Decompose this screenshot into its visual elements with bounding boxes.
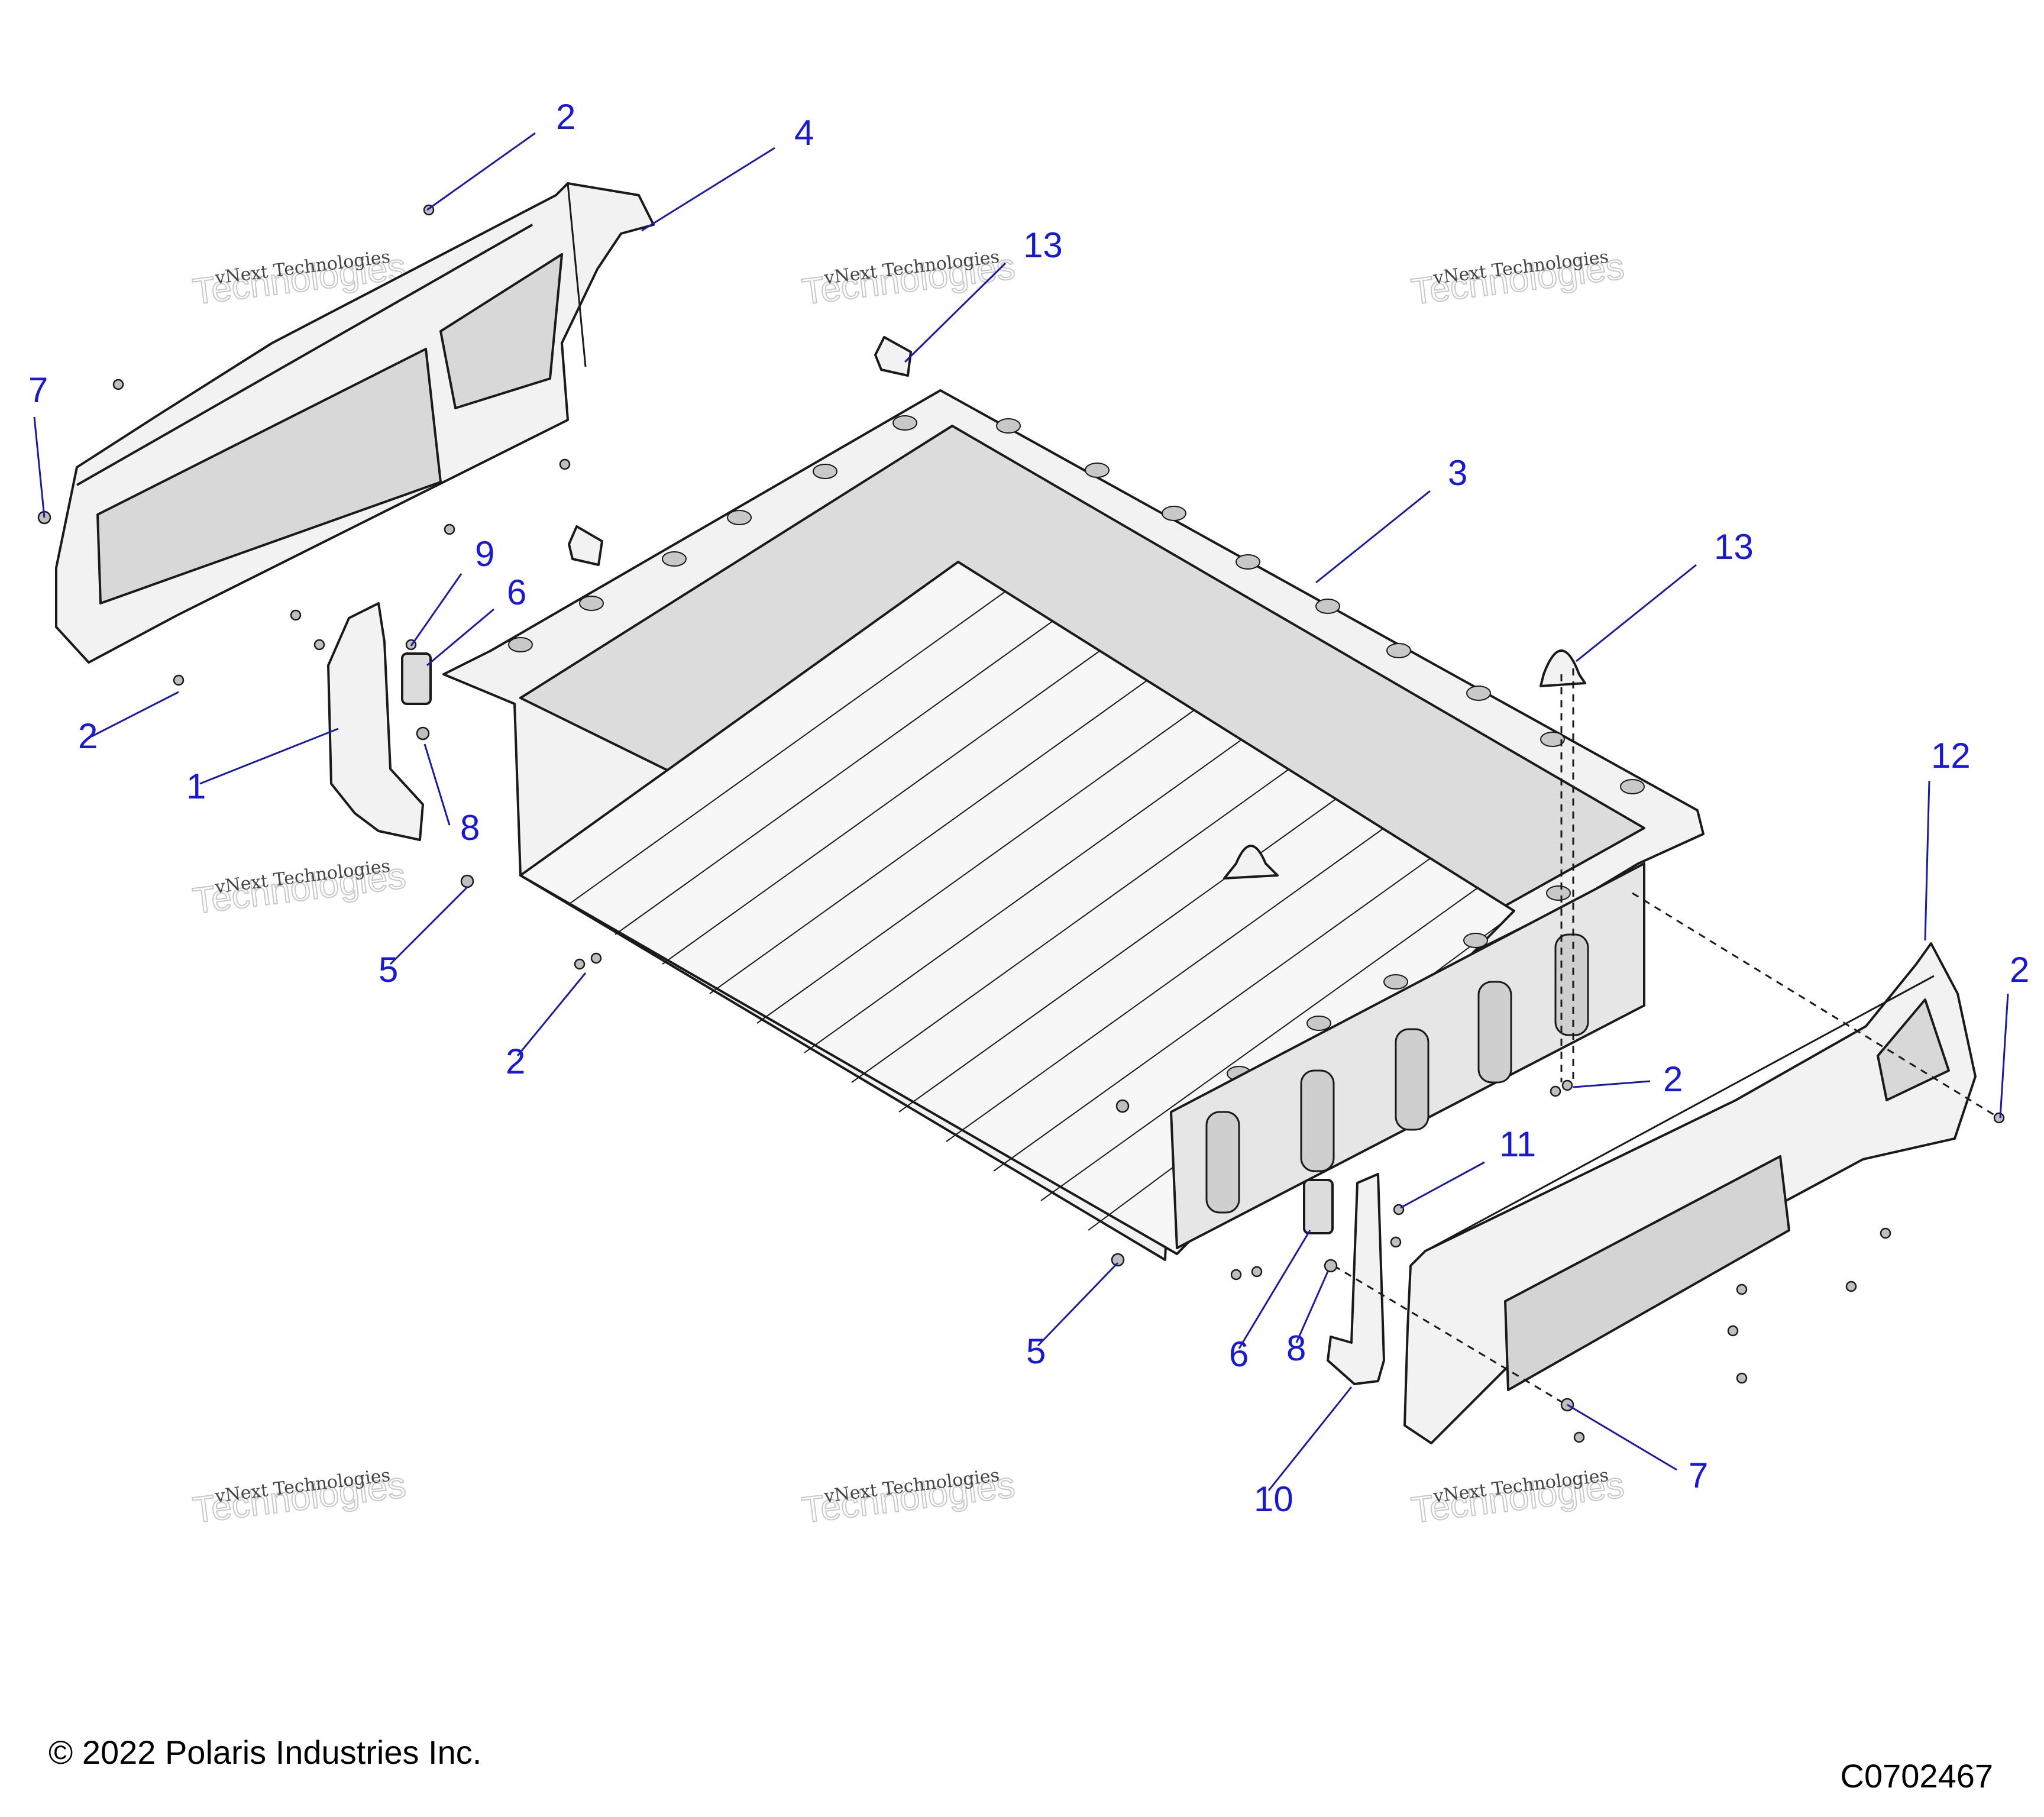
leader-line [1567,1404,1677,1471]
tailgate-part-12 [1403,942,1977,1444]
callout-c-5-left: 5 [379,886,468,990]
leader-line [410,573,463,646]
callout-c-13-right: 13 [1576,527,1754,662]
callout-c-12: 12 [1924,736,1971,941]
callout-c-2-lowright: 2 [1573,1059,1683,1099]
callout-number: 6 [507,573,526,612]
callout-number: 2 [2010,950,2029,990]
right-bracket-part-10 [1327,1173,1385,1385]
leader-line [199,728,339,785]
leader-line [641,147,775,232]
leader-line [1238,1230,1311,1349]
callout-number: 5 [1026,1331,1046,1371]
callout-c-13-top: 13 [904,225,1063,363]
callout-number: 2 [1663,1059,1683,1099]
callout-c-9: 9 [410,534,494,646]
callout-c-6-top: 6 [426,573,526,667]
callout-c-2-top: 2 [426,97,575,211]
callout-c-8-left: 8 [423,743,480,848]
cargo-box-part-3 [442,389,1705,1261]
callout-number: 6 [1229,1334,1249,1374]
watermark: Technologies vNext Technologies [190,1464,409,1532]
fasteners [37,204,2005,1443]
callout-number: 10 [1254,1479,1293,1519]
leader-line [389,886,468,965]
leader-line [426,608,494,667]
callout-c-2-left: 2 [78,691,179,756]
leader-line [904,262,1007,363]
callout-number: 3 [1448,453,1467,493]
leader-line [1400,1161,1485,1209]
leader-line [1315,490,1431,584]
callout-number: 13 [1714,527,1754,567]
leader-line [1573,1080,1651,1088]
callout-c-2-right: 2 [1999,950,2029,1118]
left-bracket-part-1 [327,602,424,841]
callout-c-7-right: 7 [1567,1404,1708,1495]
parts [37,182,2005,1444]
assembly-lines [1333,668,2000,1403]
callout-number: 12 [1931,736,1971,775]
callout-number: 1 [186,767,206,806]
leader-line [1037,1262,1119,1347]
callout-c-6-bottom: 6 [1229,1230,1311,1374]
tie-down-anchor-part-13-mid [568,525,603,566]
callout-number: 7 [28,370,48,410]
watermark: Technologies vNext Technologies [799,1464,1018,1532]
watermark: Technologies vNext Technologies [1408,245,1627,313]
callout-c-2-mid: 2 [506,972,587,1081]
tie-down-anchor-part-13-top [874,336,912,377]
tie-down-anchor-part-13-right [1540,649,1586,687]
floor-ribs [567,591,1503,1231]
leader-line [516,972,587,1056]
watermark: Technologies vNext Technologies [799,245,1018,313]
callout-number: 2 [506,1042,525,1081]
callout-number: 8 [460,808,480,848]
callout-c-11: 11 [1400,1124,1536,1209]
latch-part-6-top [401,652,432,705]
leader-line [423,743,451,826]
callout-number: 5 [379,950,398,990]
leader-line [1924,780,1930,941]
leader-line [1999,993,2009,1118]
watermark: Technologies vNext Technologies [190,855,409,923]
callout-number: 2 [556,97,575,137]
callout-number: 13 [1023,225,1063,265]
leader-line [426,132,536,211]
callout-c-4: 4 [641,113,814,232]
floor-tie-down [1223,845,1279,880]
copyright-text: © 2022 Polaris Industries Inc. [48,1734,482,1771]
callout-number: 4 [794,113,814,153]
watermark: Technologies vNext Technologies [1408,1464,1627,1532]
callout-c-3: 3 [1315,453,1467,584]
callout-c-1: 1 [186,728,339,806]
callout-number: 11 [1499,1124,1536,1164]
leader-line [1576,564,1697,662]
callout-number: 2 [78,716,98,756]
callout-number: 7 [1689,1456,1708,1495]
callout-c-7-left: 7 [28,370,48,518]
leader-line [91,691,179,738]
callout-c-5-bottom: 5 [1026,1262,1119,1371]
leader-line [1295,1271,1329,1343]
front-panel-part-4 [55,182,655,664]
callout-number: 9 [475,534,494,574]
leader-line [33,416,46,518]
callout-c-10: 10 [1254,1386,1353,1519]
skirt-pockets [1205,933,1589,1214]
leader-line [1267,1386,1353,1491]
drawing-code: C0702467 [1840,1757,1993,1795]
callout-number: 8 [1286,1328,1306,1368]
callout-c-8-bottom: 8 [1286,1271,1329,1368]
latch-part-6-bottom [1303,1179,1334,1234]
